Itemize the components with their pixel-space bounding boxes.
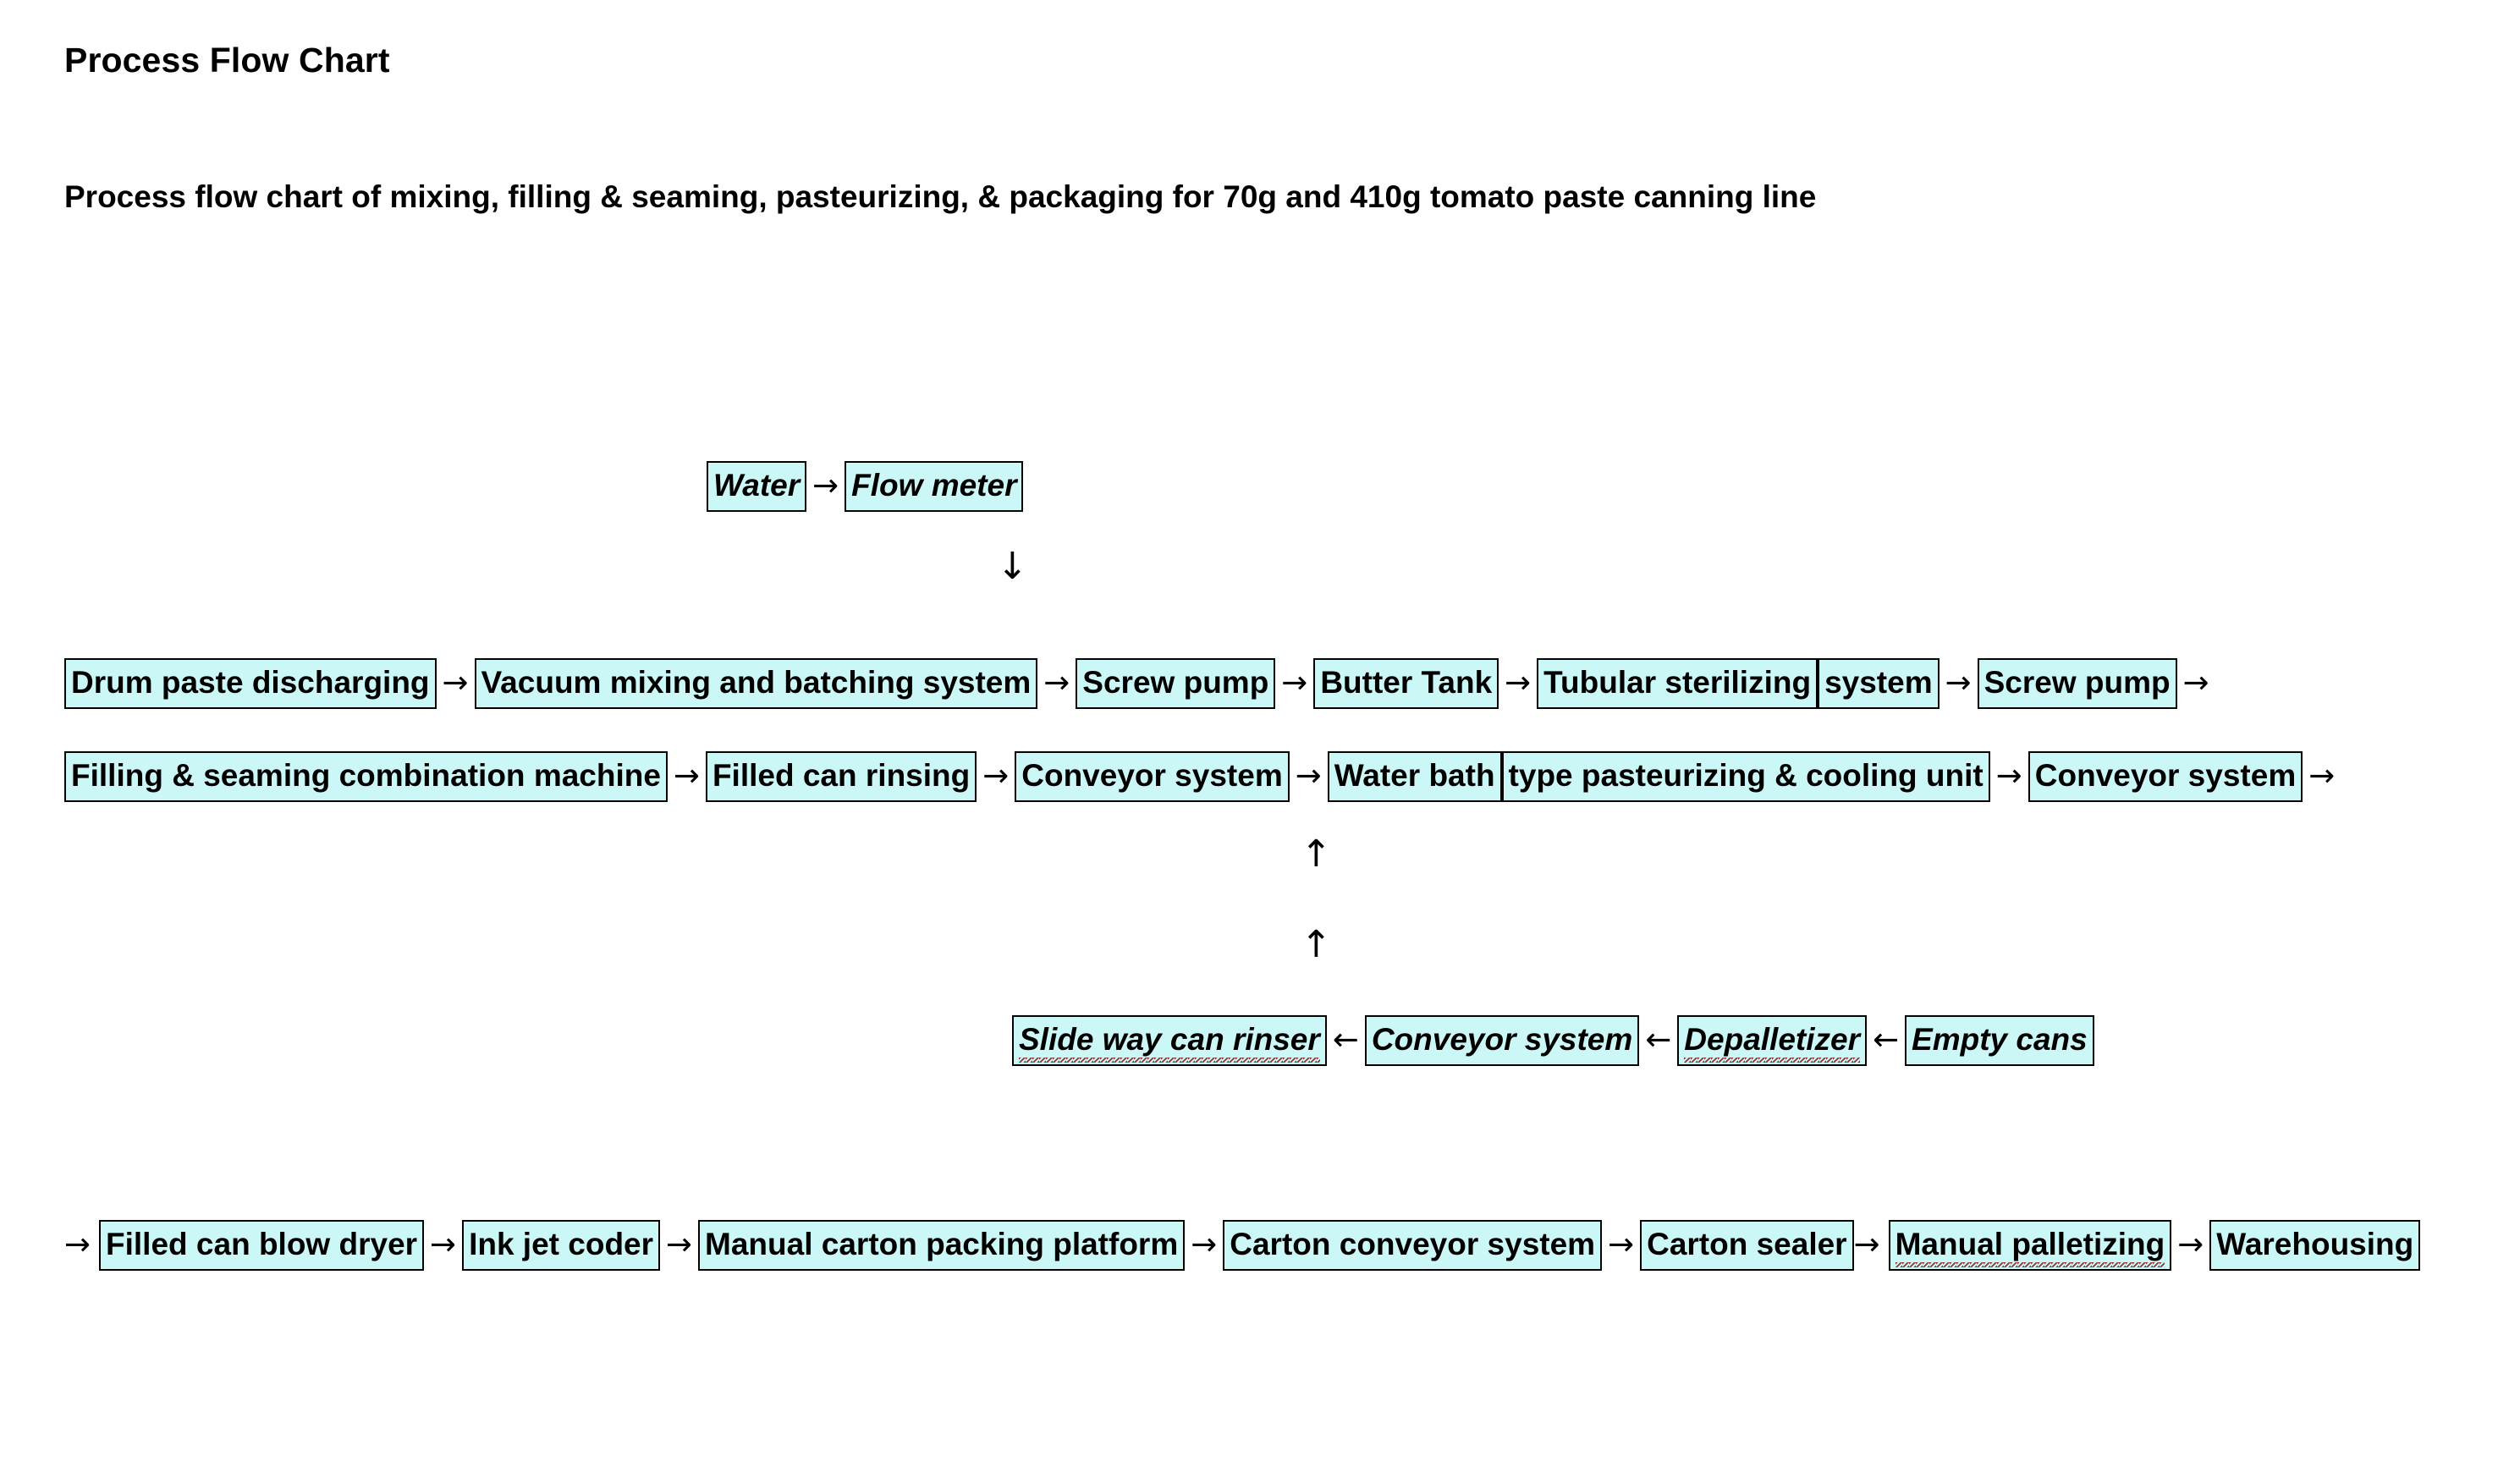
arrow-down-icon: ↓ <box>997 545 1028 588</box>
arrow-right-icon: → <box>2177 1226 2204 1262</box>
flow-node-filling-and-seaming-combination-machine[interactable]: Filling & seaming combination machine <box>64 751 668 802</box>
flow-node-filled-can-rinsing[interactable]: Filled can rinsing <box>705 751 977 802</box>
arrow-right-icon: → <box>1043 664 1070 701</box>
flow-node-vacuum-mixing-and-batching-system[interactable]: Vacuum mixing and batching system <box>474 658 1038 709</box>
main-process-chain: Drum paste discharging→Vacuum mixing and… <box>64 636 2459 822</box>
empty-can-feed-branch: Slide way can rinser←Conveyor system←Dep… <box>1012 1015 2094 1066</box>
arrow-right-icon: → <box>2308 757 2336 794</box>
page-subtitle: Process flow chart of mixing, filling & … <box>64 179 1817 214</box>
flow-node-conveyor-system-3[interactable]: Conveyor system <box>1364 1015 1640 1066</box>
flow-node-water[interactable]: Water <box>707 461 807 512</box>
flow-node-slide-way-can-rinser[interactable]: Slide way can rinser <box>1012 1015 1327 1066</box>
flow-node-warehousing[interactable]: Warehousing <box>2209 1220 2421 1271</box>
arrow-right-icon: → <box>1281 664 1308 701</box>
flow-node-carton-conveyor-system[interactable]: Carton conveyor system <box>1223 1220 1603 1271</box>
packaging-chain: →Filled can blow dryer→Ink jet coder→Man… <box>64 1197 2459 1292</box>
arrow-right-icon: → <box>1995 757 2022 794</box>
arrow-right-icon: → <box>1853 1226 1880 1262</box>
arrow-right-icon: → <box>430 1226 457 1262</box>
flow-node-ink-jet-coder[interactable]: Ink jet coder <box>462 1220 661 1271</box>
arrow-right-icon: → <box>64 1226 91 1262</box>
water-inlet-branch: Water→Flow meter <box>707 461 1024 512</box>
arrow-left-icon: ← <box>1873 1021 1900 1058</box>
arrow-right-icon: → <box>1505 664 1532 701</box>
flow-node-tubular-sterilizing-system-part1[interactable]: Tubular sterilizing <box>1537 658 1818 709</box>
arrow-right-icon: → <box>1191 1226 1218 1262</box>
flow-node-screw-pump-2[interactable]: Screw pump <box>1977 658 2177 709</box>
arrow-right-icon: → <box>442 664 469 701</box>
flow-node-drum-paste-discharging[interactable]: Drum paste discharging <box>64 658 437 709</box>
arrow-right-icon: → <box>2182 664 2209 701</box>
flow-node-butter-tank[interactable]: Butter Tank <box>1313 658 1499 709</box>
flow-node-tubular-sterilizing-system-part2[interactable]: system <box>1818 658 1940 709</box>
arrow-right-icon: → <box>812 467 839 503</box>
arrow-right-icon: → <box>1295 757 1322 794</box>
flow-node-screw-pump-1[interactable]: Screw pump <box>1076 658 1276 709</box>
flow-node-conveyor-system-2[interactable]: Conveyor system <box>2028 751 2303 802</box>
arrow-left-icon: ← <box>1645 1021 1672 1058</box>
arrow-right-icon: → <box>1945 664 1972 701</box>
arrow-right-icon: → <box>982 757 1010 794</box>
arrow-right-icon: → <box>666 1226 693 1262</box>
page-title: Process Flow Chart <box>64 41 390 80</box>
arrow-up-icon: ↑ <box>1301 832 1332 876</box>
arrow-up-icon: ↑ <box>1301 923 1332 966</box>
flow-node-carton-sealer[interactable]: Carton sealer <box>1640 1220 1854 1271</box>
flow-node-manual-carton-packing-platform[interactable]: Manual carton packing platform <box>698 1220 1186 1271</box>
flow-node-water-bath-pasteurizing-cooling-unit-part1[interactable]: Water bath <box>1327 751 1502 802</box>
arrow-right-icon: → <box>1608 1226 1635 1262</box>
flow-node-flow-meter[interactable]: Flow meter <box>845 461 1024 512</box>
arrow-right-icon: → <box>673 757 700 794</box>
flow-node-manual-palletizing[interactable]: Manual palletizing <box>1888 1220 2172 1271</box>
flow-node-water-bath-pasteurizing-cooling-unit-part2[interactable]: type pasteurizing & cooling unit <box>1501 751 1990 802</box>
flow-node-filled-can-blow-dryer[interactable]: Filled can blow dryer <box>99 1220 425 1271</box>
flow-node-depalletizer[interactable]: Depalletizer <box>1677 1015 1867 1066</box>
flow-node-empty-cans[interactable]: Empty cans <box>1905 1015 2094 1066</box>
flow-node-conveyor-system-1[interactable]: Conveyor system <box>1015 751 1290 802</box>
arrow-left-icon: ← <box>1332 1021 1359 1058</box>
